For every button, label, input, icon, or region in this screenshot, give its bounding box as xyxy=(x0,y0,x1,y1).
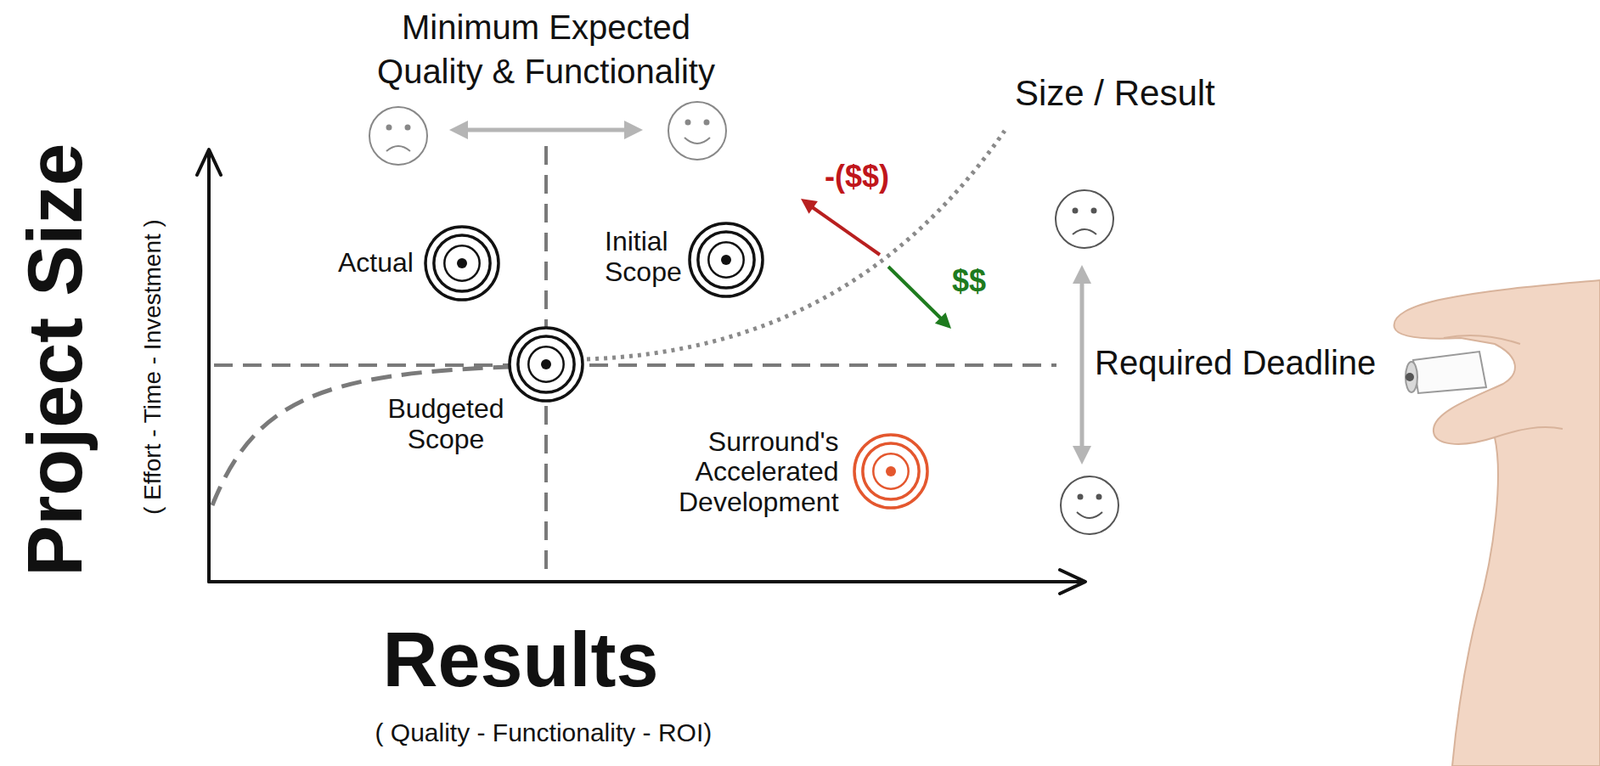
target-label: Surround's Accelerated Development xyxy=(678,427,840,519)
target-dot xyxy=(456,258,468,269)
finger-line xyxy=(1494,427,1563,438)
happy-face xyxy=(1060,476,1119,535)
target-dot xyxy=(721,254,732,265)
x-axis xyxy=(208,580,1082,584)
target-ring xyxy=(425,226,499,300)
arrow-head xyxy=(1072,445,1092,465)
target-node: Initial Scope xyxy=(687,220,766,299)
sad-face xyxy=(1055,190,1114,248)
target-ring xyxy=(444,245,479,281)
axis-threshold-title: Minimum Expected Quality & Functionality xyxy=(359,5,733,94)
target-dot xyxy=(540,359,552,370)
arrow-head xyxy=(1072,264,1092,284)
hand xyxy=(1394,280,1600,766)
saving-arrow-head xyxy=(935,312,952,329)
saving-label: $$ xyxy=(952,263,986,299)
cost-label: -($$) xyxy=(824,158,890,194)
marker-point xyxy=(1405,372,1415,382)
target-ring xyxy=(689,223,763,297)
cost-arrow-head xyxy=(800,198,818,215)
x-axis-title: Results xyxy=(383,616,660,705)
y-axis xyxy=(207,152,211,582)
target-ring xyxy=(862,443,919,500)
happy-face xyxy=(668,101,727,160)
curve-label: Size / Result xyxy=(1014,73,1216,114)
target-ring xyxy=(509,327,583,401)
quality-range-arrow xyxy=(462,128,630,133)
deadline-line xyxy=(214,363,1057,367)
target-ring xyxy=(854,434,928,508)
deadline-range-arrow xyxy=(1080,278,1085,451)
y-axis-subtitle: ( Effort - Time - Investment ) xyxy=(139,219,167,515)
target-ring xyxy=(518,336,575,393)
arrow-head xyxy=(449,120,468,140)
y-axis-head xyxy=(197,149,221,175)
target-ring xyxy=(528,346,564,382)
target-node: Surround's Accelerated Development xyxy=(851,432,930,511)
budget-curve xyxy=(212,366,510,506)
target-label: Actual xyxy=(338,247,414,279)
sad-face xyxy=(369,107,428,165)
target-node: Budgeted Scope xyxy=(507,325,586,404)
target-ring xyxy=(873,453,908,489)
target-dot xyxy=(885,466,896,477)
target-symbol xyxy=(687,220,766,299)
cost-arrow xyxy=(811,206,880,255)
target-node: Actual xyxy=(422,224,502,303)
arrow-head xyxy=(624,120,643,140)
finger-line xyxy=(1443,335,1521,344)
marker-tip xyxy=(1405,361,1418,393)
marker-body xyxy=(1413,351,1487,394)
target-symbol xyxy=(422,224,502,303)
hand-illustration xyxy=(1394,280,1600,766)
saving-arrow xyxy=(888,266,942,320)
target-symbol xyxy=(507,325,586,404)
target-ring xyxy=(708,242,744,277)
target-ring xyxy=(433,235,491,292)
y-axis-title: Project Size xyxy=(11,143,101,577)
size-result-curve xyxy=(586,130,1005,360)
x-axis-subtitle: ( Quality - Functionality - ROI) xyxy=(375,718,713,749)
x-axis-head xyxy=(1059,569,1086,594)
deadline-label: Required Deadline xyxy=(1094,343,1376,383)
target-label: Initial Scope xyxy=(604,226,682,288)
target-label: Budgeted Scope xyxy=(388,394,505,456)
target-symbol xyxy=(851,432,930,511)
target-ring xyxy=(698,231,755,288)
